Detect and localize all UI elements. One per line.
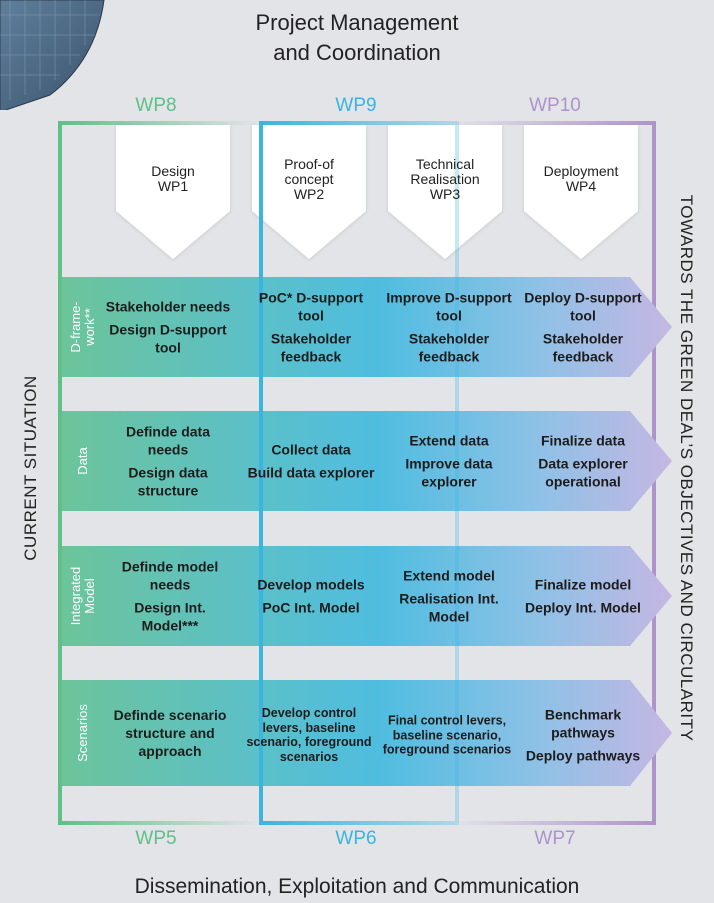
column-header-wp: WP1 [157,178,189,194]
cell-text: Deploy pathways [525,747,641,764]
cell-dframework-poc: PoC* D-support tool Stakeholder feedback [247,289,375,366]
cell-scenarios-deployment: Benchmark pathways Deploy pathways [519,706,647,765]
row-label-line: Model [82,578,97,614]
row-label-line: Data [75,447,90,475]
cell-integrated-model-technical: Extend model Realisation Int. Model [385,567,513,626]
cell-data-technical: Extend data Improve data explorer [385,432,513,491]
cell-text: Stakeholder needs [105,298,231,315]
row-label-line: Scenarios [75,704,90,762]
wp9-label: WP9 [335,95,377,116]
wp8-frame [58,121,262,825]
cell-data-design: Definde data needs Design data structure [104,423,232,500]
cell-text: Deploy Int. Model [525,599,641,616]
wp10-label: WP10 [529,95,581,116]
column-header-technical: Technical Realisation WP3 [388,157,502,202]
right-side-label: TOWARDS THE GREEN DEAL’S OBJECTIVES AND … [677,194,696,742]
row-label-scenarios: Scenarios [75,704,90,762]
cell-data-poc: Collect data Build data explorer [247,441,375,482]
wp9-frame [259,121,459,825]
cell-integrated-model-deployment: Finalize model Deploy Int. Model [519,576,647,617]
cell-text: Finalize data [540,432,626,449]
column-chevron-design [116,125,230,259]
left-side-label: CURRENT SITUATION [21,375,40,561]
cell-text: Design D-support tool [109,321,227,356]
cell-text: Develop control levers, baseline scenari… [246,706,372,764]
header-line-2: and Coordination [273,40,441,65]
column-header-line: Proof-of [284,156,334,172]
cell-text: Stakeholder feedback [408,330,490,365]
column-header-design: Design WP1 [116,164,230,194]
column-header-poc: Proof-of concept WP2 [252,157,366,202]
cell-dframework-design: Stakeholder needs Design D-support tool [104,298,232,357]
cell-text: PoC Int. Model [262,599,360,616]
cell-text: PoC* D-support tool [258,289,364,324]
column-header-line: concept [284,171,334,187]
column-header-line: Design [151,163,195,179]
column-chevron-technical [388,125,502,259]
row-label-line: Integrated [68,566,83,626]
cell-dframework-deployment: Deploy D-support tool Stakeholder feedba… [519,289,647,366]
corner-image [0,0,105,110]
cell-text: Extend data [409,432,489,449]
cell-text: Build data explorer [247,464,375,481]
header-title: Project Management and Coordination [0,8,714,68]
row-label-line: work** [82,308,97,346]
cell-text: Extend model [403,567,495,584]
row-label-integrated-model: Integrated Model [68,566,97,626]
cell-text: Develop models [257,576,365,593]
column-chevron-poc [252,125,366,259]
cell-text: Deploy D-support tool [524,289,642,324]
cell-text: Finalize model [534,576,632,593]
header-line-1: Project Management [255,10,459,35]
column-header-line: Technical [415,156,475,172]
wp8-label: WP8 [135,95,177,116]
wp5-label: WP5 [135,828,177,849]
row-label-line: D-frame- [68,301,83,353]
cell-text: Benchmark pathways [544,706,622,741]
cell-integrated-model-design: Definde model needs Design Int. Model*** [106,558,234,635]
cell-text: Definde data needs [125,423,210,458]
cell-scenarios-poc: Develop control levers, baseline scenari… [243,706,375,764]
cell-scenarios-technical: Final control levers, baseline scenario,… [381,713,513,757]
column-header-wp: WP4 [565,178,597,194]
cell-text: Stakeholder feedback [270,330,352,365]
row-band-data [62,411,672,511]
column-header-deployment: Deployment WP4 [524,164,638,194]
cell-text: Improve data explorer [405,455,493,490]
footer-title: Dissemination, Exploitation and Communic… [134,875,580,898]
cell-dframework-technical: Improve D-support tool Stakeholder feedb… [385,289,513,366]
cell-text: Data explorer operational [538,455,628,490]
cell-text: Design Int. Model*** [134,599,206,634]
column-chevron-deployment [524,125,638,259]
wp7-label: WP7 [534,828,576,849]
cell-text: Design data structure [128,464,208,499]
row-band-integrated-model [62,546,672,646]
cell-text: Final control levers, baseline scenario,… [382,713,512,757]
row-label-data: Data [75,447,90,475]
column-header-line: Realisation [410,171,480,187]
row-band-dframework [62,277,672,377]
cell-text: Definde scenario structure and approach [113,707,227,759]
cell-scenarios-design: Definde scenario structure and approach [100,706,240,760]
column-header-line: Deployment [543,163,619,179]
cell-text: Stakeholder feedback [542,330,624,365]
cell-integrated-model-poc: Develop models PoC Int. Model [247,576,375,617]
wp6-label: WP6 [335,828,377,849]
column-header-wp: WP3 [429,186,461,202]
row-label-dframework: D-frame- work** [68,301,97,353]
cell-text: Collect data [271,441,351,458]
cell-text: Definde model needs [121,558,219,593]
cell-text: Improve D-support tool [386,289,512,324]
cell-text: Realisation Int. Model [399,590,499,625]
cell-data-deployment: Finalize data Data explorer operational [519,432,647,491]
column-header-wp: WP2 [293,186,325,202]
row-band-scenarios [62,680,672,786]
